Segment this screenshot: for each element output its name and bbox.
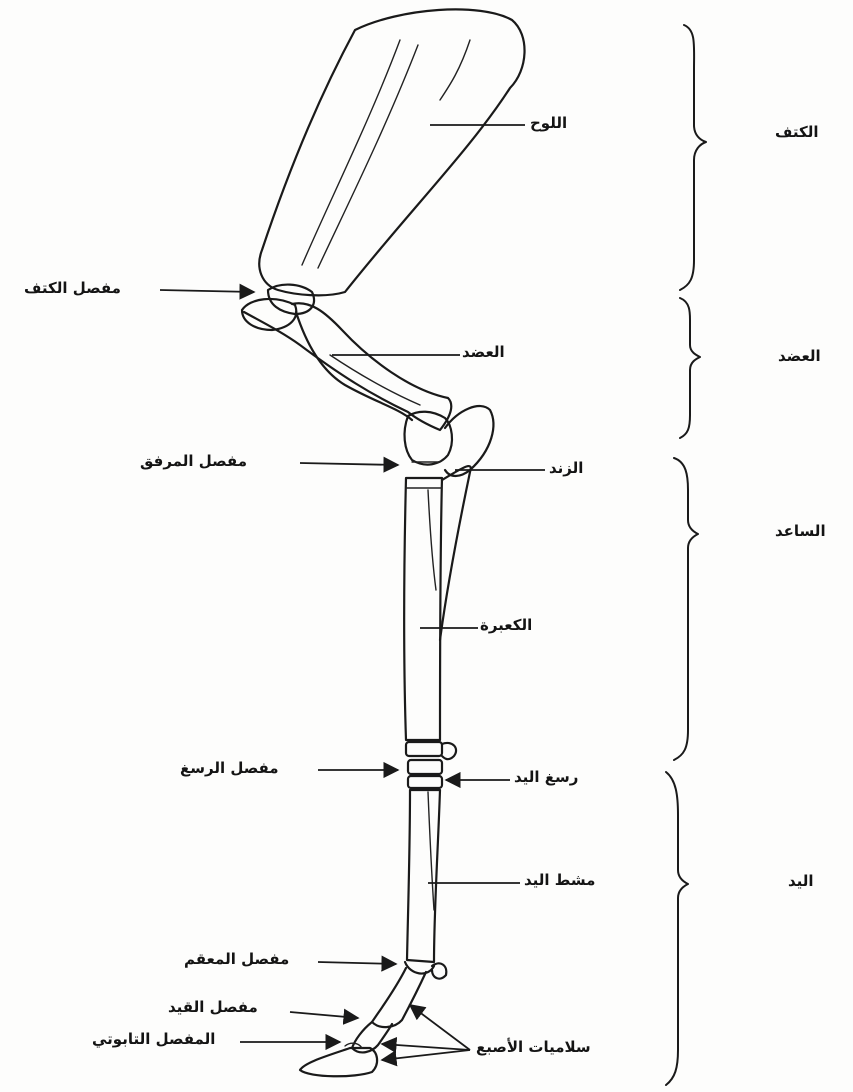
leader-elbow-joint — [300, 463, 398, 465]
brace-shoulder — [680, 25, 706, 290]
ulna-bone — [428, 466, 471, 640]
label-carpal-joint: مفصل الرسغ — [180, 761, 279, 776]
leader-phalanges-1 — [410, 1005, 470, 1050]
carpus-bones — [406, 742, 456, 788]
label-ulna: الزند — [549, 461, 583, 476]
label-metacarpus: مشط اليد — [524, 873, 595, 888]
phalanges-bones — [300, 968, 426, 1076]
label-phalanges: سلاميات الأصبع — [476, 1040, 591, 1055]
label-humerus: العضد — [462, 345, 505, 360]
region-hand: اليد — [788, 874, 814, 889]
region-forearm: الساعد — [775, 524, 826, 539]
fetlock-joint — [405, 962, 446, 979]
label-fetlock-joint: مفصل المعقم — [184, 952, 289, 967]
leader-shoulder-joint — [160, 290, 254, 292]
label-shoulder-joint: مفصل الكتف — [24, 281, 121, 296]
radius-bone — [404, 478, 442, 740]
scapula-bone — [259, 9, 524, 295]
region-shoulder: الكتف — [775, 125, 818, 140]
label-elbow-joint: مفصل المرفق — [140, 454, 247, 469]
leader-pastern-joint — [290, 1012, 358, 1018]
label-radius: الكعبرة — [480, 618, 532, 633]
brace-forearm — [674, 458, 698, 760]
brace-arm — [680, 298, 700, 438]
label-pastern-joint: مفصل القيد — [168, 1000, 258, 1015]
label-scapula: اللوح — [530, 116, 567, 131]
brace-hand — [666, 772, 688, 1085]
leader-lines — [160, 125, 545, 1060]
leader-phalanges-3 — [382, 1050, 470, 1060]
region-braces — [666, 25, 706, 1085]
leader-phalanges-2 — [382, 1044, 470, 1050]
leader-fetlock-joint — [318, 962, 396, 964]
label-coffin-joint: المفصل التابوتي — [92, 1032, 215, 1047]
metacarpus-bone — [407, 790, 440, 962]
label-carpus: رسغ اليد — [514, 770, 578, 785]
region-arm: العضد — [778, 349, 821, 364]
